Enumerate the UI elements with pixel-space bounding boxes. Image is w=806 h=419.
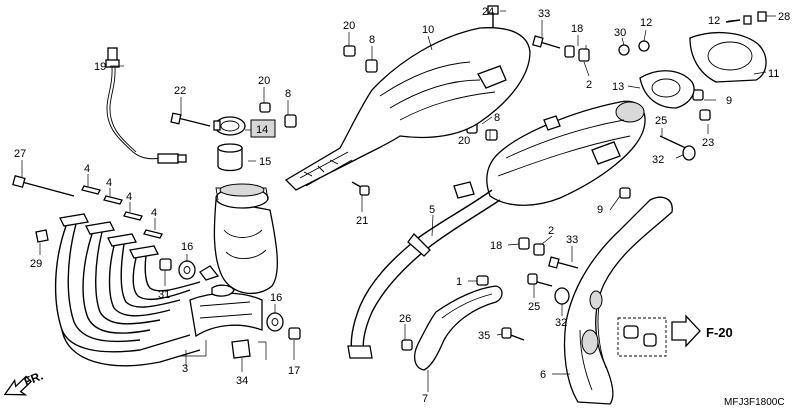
callout-7: 7 bbox=[422, 393, 428, 405]
callout-33-a: 33 bbox=[538, 8, 550, 20]
callout-4-c: 4 bbox=[126, 191, 132, 203]
callout-20-a: 20 bbox=[258, 75, 270, 87]
exhaust-manifold bbox=[54, 183, 278, 367]
callout-18-a: 18 bbox=[571, 23, 583, 35]
callout-12-a: 12 bbox=[640, 17, 652, 29]
callout-23: 23 bbox=[702, 137, 714, 149]
callout-14: 14 bbox=[256, 124, 268, 136]
callout-18-b: 18 bbox=[490, 240, 502, 252]
callout-9-b: 9 bbox=[597, 204, 603, 216]
callout-4-a: 4 bbox=[84, 163, 90, 175]
callout-25-a: 25 bbox=[655, 115, 667, 127]
callout-33-b: 33 bbox=[566, 234, 578, 246]
callout-8-b: 8 bbox=[369, 34, 375, 46]
callout-4-d: 4 bbox=[151, 207, 157, 219]
front-direction-arrow bbox=[3, 375, 33, 396]
callout-20-c: 20 bbox=[458, 135, 470, 147]
callout-34: 34 bbox=[236, 375, 248, 387]
callout-25-b: 25 bbox=[528, 301, 540, 313]
callout-2-a: 2 bbox=[586, 79, 592, 91]
callout-16-a: 16 bbox=[181, 241, 193, 253]
drawing-code: MFJ3F1800C bbox=[724, 397, 785, 408]
clamp-and-ring bbox=[213, 116, 246, 172]
hardware bbox=[12, 5, 767, 359]
reference-label: F-20 bbox=[706, 325, 733, 340]
callout-27: 27 bbox=[14, 148, 26, 160]
callout-8-c: 8 bbox=[494, 112, 500, 124]
reference-box bbox=[617, 314, 701, 357]
callout-13: 13 bbox=[612, 81, 624, 93]
callout-12-b: 12 bbox=[708, 15, 720, 27]
callout-3: 3 bbox=[182, 363, 188, 375]
callout-17: 17 bbox=[288, 365, 300, 377]
callout-8-a: 8 bbox=[285, 88, 291, 100]
callout-32-b: 32 bbox=[555, 317, 567, 329]
muffler bbox=[347, 100, 646, 359]
callout-15: 15 bbox=[259, 156, 271, 168]
o2-sensor bbox=[105, 47, 187, 164]
callout-labels: 19 22 20 8 14 15 27 4 4 4 4 29 16 31 16 … bbox=[14, 6, 790, 408]
callout-30: 30 bbox=[614, 27, 626, 39]
leader-lines bbox=[21, 10, 776, 392]
callout-29: 29 bbox=[30, 258, 42, 270]
callout-5: 5 bbox=[429, 204, 435, 216]
callout-11: 11 bbox=[768, 68, 779, 80]
callout-16-b: 16 bbox=[270, 292, 282, 304]
callout-9-a: 9 bbox=[726, 95, 732, 107]
bracket-7 bbox=[413, 285, 503, 371]
callout-22: 22 bbox=[174, 85, 186, 97]
callout-14-highlight bbox=[250, 119, 276, 138]
muffler-bracket bbox=[563, 196, 673, 405]
callout-1: 1 bbox=[456, 276, 462, 288]
callout-4-b: 4 bbox=[106, 177, 112, 189]
gaskets bbox=[81, 185, 163, 239]
callout-6: 6 bbox=[540, 369, 546, 381]
callout-19: 19 bbox=[94, 61, 106, 73]
callout-32-a: 32 bbox=[652, 154, 664, 166]
callout-31: 31 bbox=[158, 289, 170, 301]
silencer-protector bbox=[639, 31, 767, 109]
callout-26: 26 bbox=[399, 313, 411, 325]
callout-24: 24 bbox=[482, 6, 494, 18]
callout-21: 21 bbox=[356, 215, 368, 227]
callout-28: 28 bbox=[778, 11, 790, 23]
direction-label: FR. bbox=[22, 369, 45, 389]
callout-10: 10 bbox=[422, 24, 434, 36]
callout-35: 35 bbox=[478, 330, 490, 342]
callout-2-b: 2 bbox=[548, 225, 554, 237]
heat-shield bbox=[284, 27, 531, 191]
callout-20-b: 20 bbox=[343, 20, 355, 32]
